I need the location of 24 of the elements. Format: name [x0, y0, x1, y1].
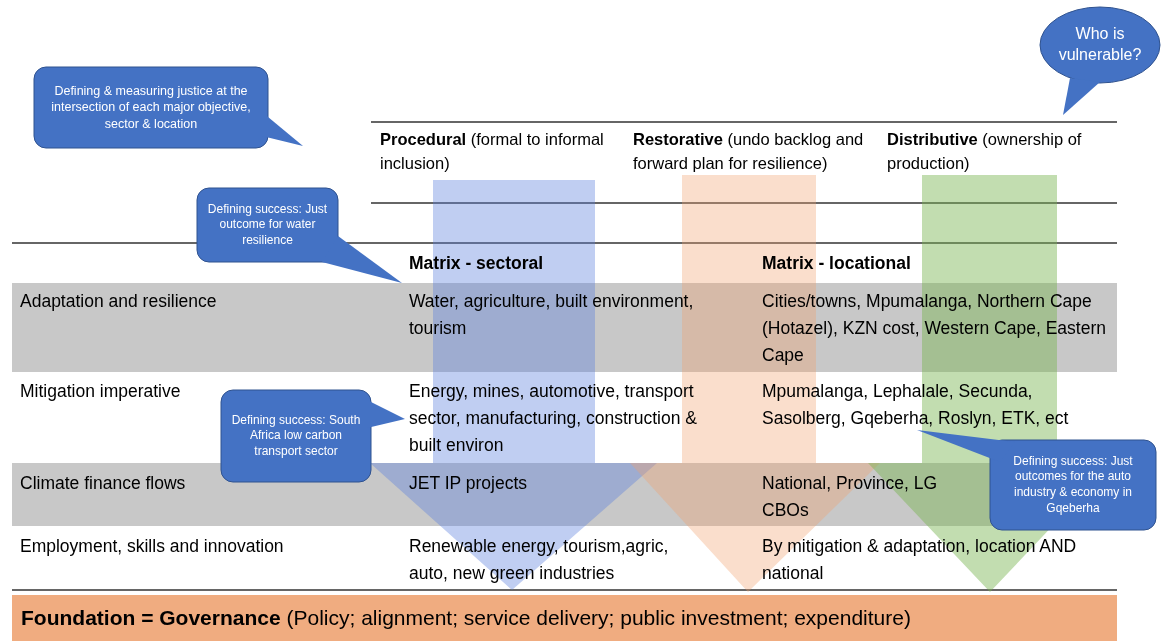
- table-cell-text: Renewable energy, tourism,agric, auto, new green industries: [409, 535, 670, 585]
- row-label: Employment, skills and innovation: [20, 535, 285, 558]
- row-label: Adaptation and resilience: [20, 290, 218, 313]
- callout-text: Defining success: Just outcome for water resilience: [206, 201, 329, 249]
- callout-text: Defining & measuring justice at the intersection of each major objective, sector & location: [50, 83, 252, 132]
- table-cell-text: JET IP projects: [409, 472, 528, 495]
- band-text: Foundation = Governance (Policy; alignment; service delivery; public investment; expenditure): [21, 606, 911, 630]
- table-cell-text: Cities/towns, Mpumalanga, Northern Cape (Hotazel), KZN cost, Western Cape, Eastern Cape: [762, 290, 1107, 367]
- table-cell-text: National, Province, LG CBOs: [762, 472, 939, 522]
- callout-text: Defining success: South Africa low carbon transport sector: [230, 412, 362, 460]
- column-header: Restorative (undo backlog and forward plan for resilience): [633, 129, 865, 174]
- row-label: Climate finance flows: [20, 472, 187, 495]
- table-cell-text: By mitigation & adaptation, location AND national: [762, 535, 1078, 585]
- table-cell-text: Mpumalanga, Lephalale, Secunda, Sasolberg, Gqeberha, Roslyn, ETK, ect: [762, 380, 1070, 430]
- column-header: Procedural (formal to informal inclusion): [380, 129, 605, 174]
- table-cell-text: Water, agriculture, built environment, tourism: [409, 290, 695, 340]
- column-header: Distributive (ownership of production): [887, 129, 1083, 174]
- table-cell-text: Energy, mines, automotive, transport sector, manufacturing, construction & built environ: [409, 380, 698, 457]
- foundation-band: [12, 595, 1117, 641]
- callout-text: Defining success: Just outcomes for the auto industry & economy in Gqeberha: [1012, 453, 1134, 517]
- matrix-heading: Matrix - sectoral: [409, 252, 545, 275]
- matrix-heading: Matrix - locational: [762, 252, 912, 275]
- row-label: Mitigation imperative: [20, 380, 182, 403]
- callout-text: Who is vulnerable?: [1058, 24, 1142, 65]
